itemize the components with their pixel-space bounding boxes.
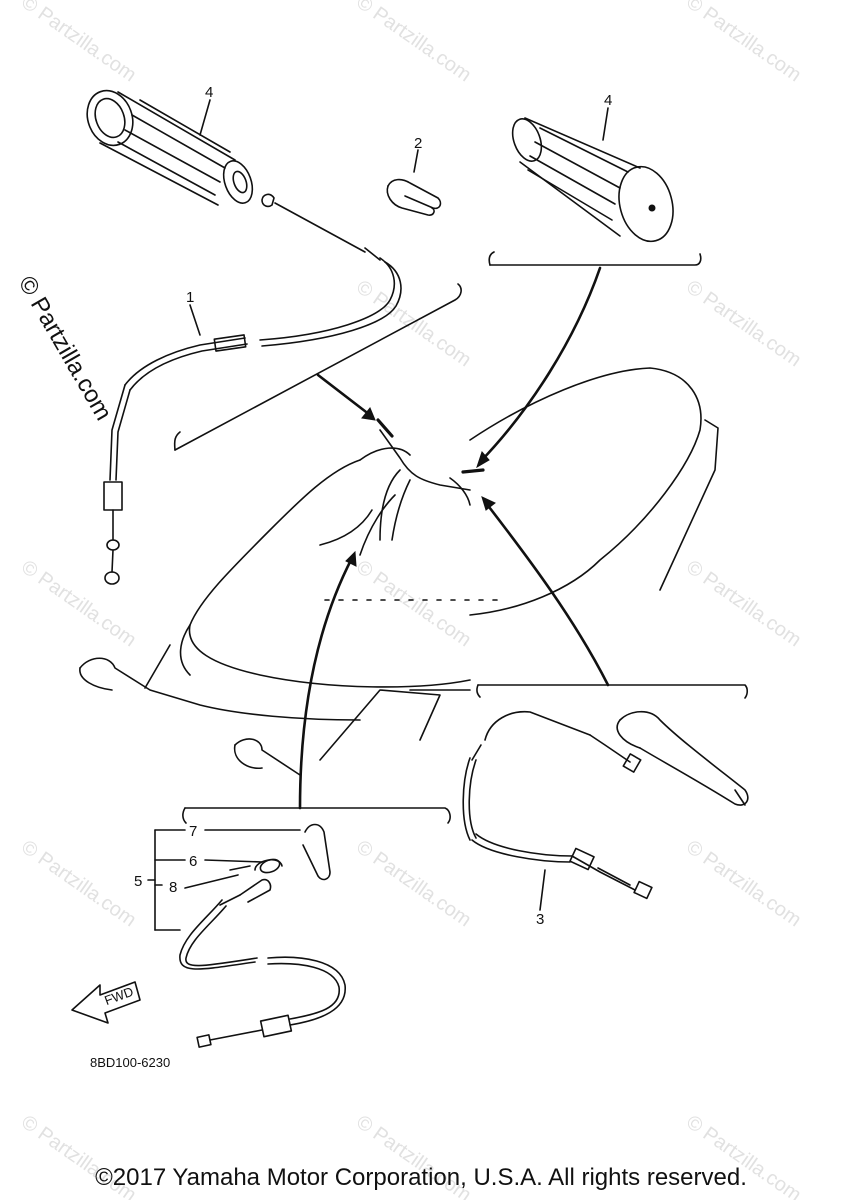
watermark-2: © Partzilla.com [352,0,475,86]
grip-left [86,89,254,206]
watermark-7: © Partzilla.com [352,556,475,651]
callout-5: 5 [134,873,142,890]
watermark-5: © Partzilla.com [682,276,805,371]
watermark-3: © Partzilla.com [682,0,805,86]
callout-7: 7 [189,823,197,840]
callout-3: 3 [536,911,544,928]
callout-4-right: 4 [604,92,612,109]
callout-6: 6 [189,853,197,870]
brake-cable-lever [462,710,749,900]
callout-1: 1 [186,289,194,306]
callouts: 1 2 3 4 4 5 6 7 8 [134,84,612,928]
watermark-1: © Partzilla.com [17,0,140,86]
watermark-8: © Partzilla.com [682,556,805,651]
fwd-arrow-icon: FWD [71,981,141,1024]
grip-right [511,117,674,243]
callout-8: 8 [169,879,177,896]
copyright-notice: ©2017 Yamaha Motor Corporation, U.S.A. A… [95,1164,747,1191]
callout-leaders [189,99,609,911]
bracket-frames [173,251,749,824]
watermark-9: © Partzilla.com [17,836,140,931]
choke-assembly [147,823,346,1048]
throttle-cable [103,193,402,585]
watermark-10: © Partzilla.com [352,836,475,931]
diagram-code: 8BD100-6230 [90,1055,170,1070]
watermark-side: © Partzilla.com [13,272,117,426]
snowmobile-outline [79,367,719,776]
callout-2: 2 [414,135,422,152]
callout-4-left: 4 [205,84,213,101]
watermark-11: © Partzilla.com [682,836,805,931]
pointer-arrows [298,266,610,810]
clip-part [386,178,442,216]
watermark-6: © Partzilla.com [17,556,140,651]
